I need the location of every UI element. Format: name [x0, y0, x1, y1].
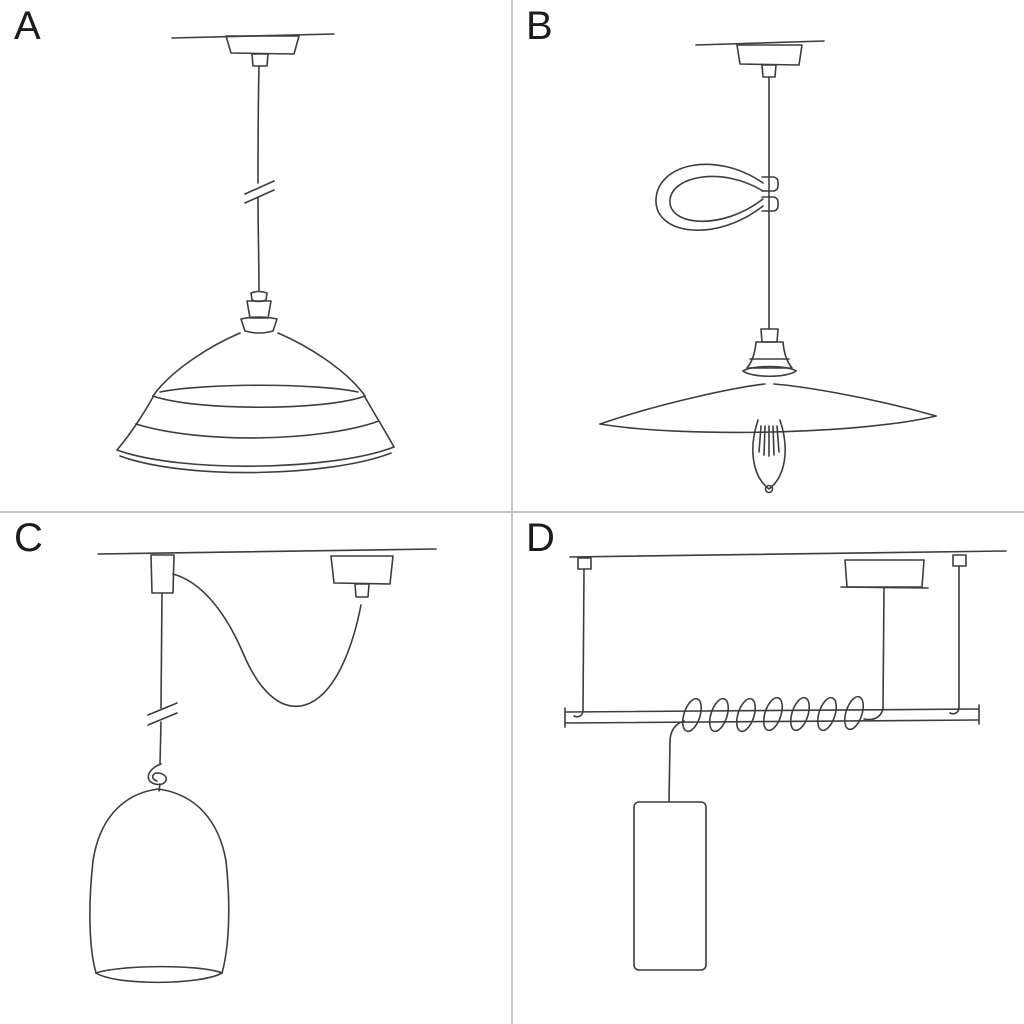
swag-cable [172, 573, 362, 708]
saucer-shade-pendant-sketch [599, 40, 937, 494]
suspension-wire-left [573, 557, 592, 718]
bowl-shade-pendant-sketch [116, 33, 395, 474]
grid-divider-horizontal [0, 511, 1024, 513]
panel-c-label: C [14, 516, 44, 560]
suspension-bar-pendant-sketch [564, 550, 1007, 971]
pendant-cable [863, 587, 885, 721]
panel-c: C [0, 512, 512, 1024]
ceiling-line [97, 548, 437, 555]
ceiling-line [695, 40, 825, 46]
coiled-cable [681, 695, 865, 733]
ceiling-canopy [225, 35, 300, 67]
tube-lampshade [633, 801, 707, 971]
ceiling-canopy [736, 44, 803, 78]
swag-hook [150, 554, 175, 594]
swag-bell-shade-pendant-sketch [89, 548, 437, 984]
bell-lampshade [89, 788, 230, 984]
suspension-bar [564, 704, 980, 728]
cable-knot [147, 763, 167, 792]
ceiling-canopy [840, 559, 929, 589]
ceiling-canopy [330, 555, 394, 598]
panel-a-label: A [14, 4, 42, 48]
bowl-lampshade [116, 332, 395, 474]
pendant-cable [244, 65, 275, 292]
drop-cable [668, 720, 685, 803]
decorative-cable-hook [655, 163, 779, 231]
ceiling-line [569, 550, 1007, 558]
panel-b: B [512, 0, 1024, 512]
light-bulb [752, 419, 786, 494]
panel-b-label: B [526, 4, 554, 48]
lamp-holder [240, 290, 278, 334]
panel-d: D [512, 512, 1024, 1024]
lamp-holder [742, 328, 797, 378]
panel-d-label: D [526, 516, 556, 560]
drop-cable [147, 592, 178, 765]
panel-a: A [0, 0, 512, 512]
saucer-lampshade [599, 383, 937, 434]
suspension-wire-right [949, 554, 967, 715]
